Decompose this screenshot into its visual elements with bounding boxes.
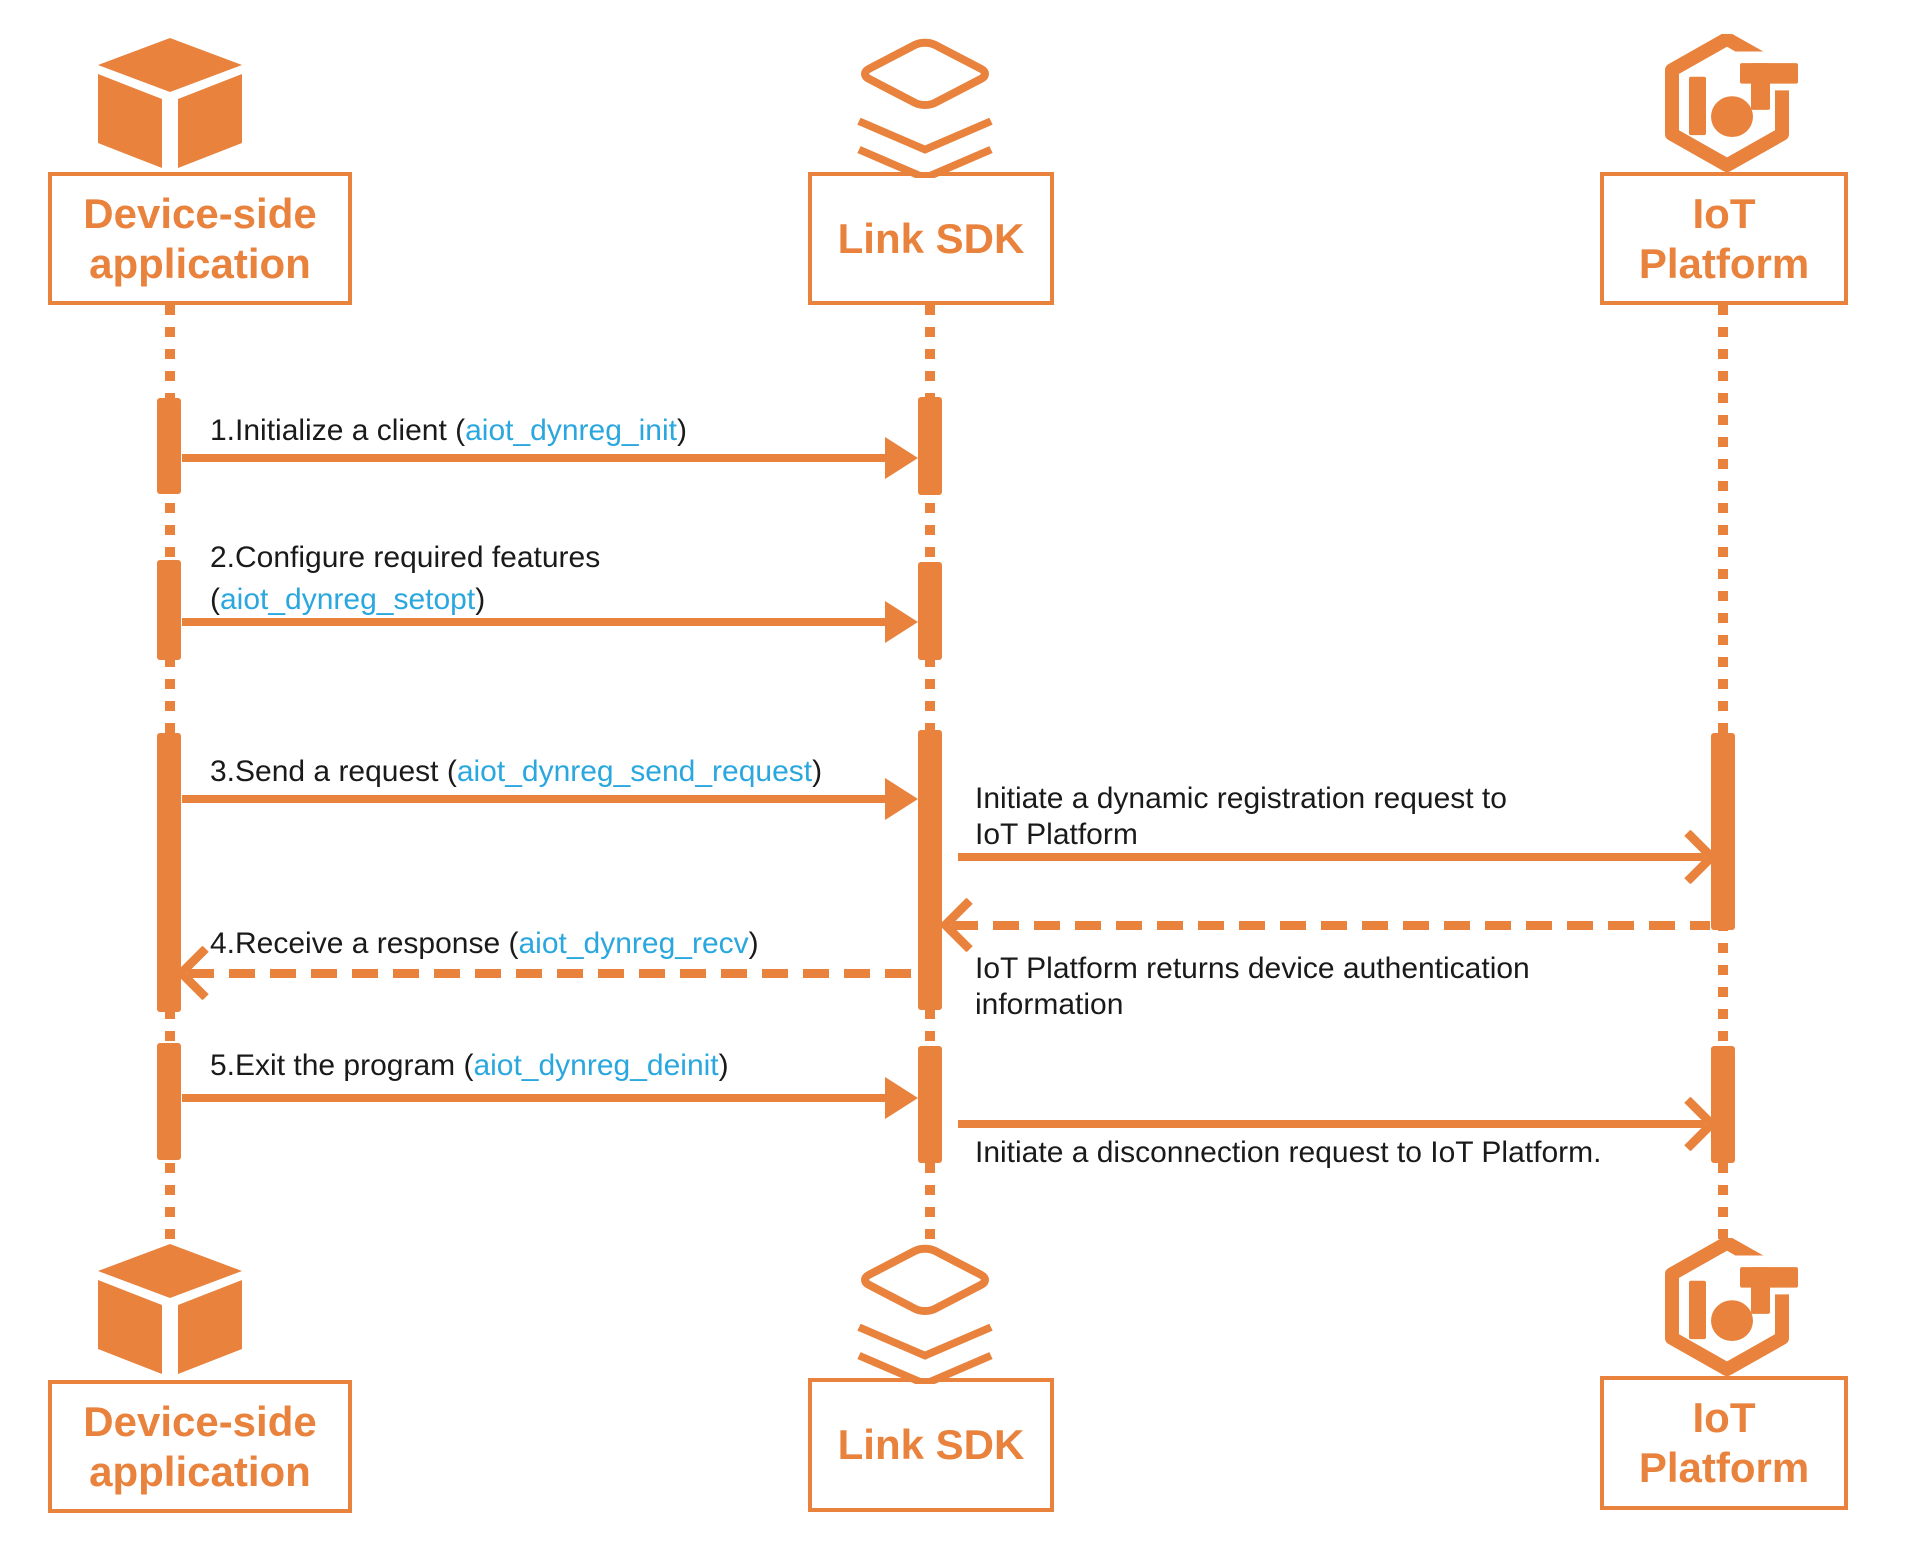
cube-3d-icon: [96, 38, 244, 168]
arrow-deinit-device-to-sdk: [182, 1077, 918, 1119]
message-1-text: 1.Initialize a client (: [210, 414, 466, 447]
actor-box-sdk-bottom: Link SDK: [808, 1378, 1054, 1512]
note-register-request: Initiate a dynamic registration request …: [975, 781, 1507, 853]
actor-box-iot-bottom: IoT Platform: [1600, 1376, 1848, 1510]
message-label-5: 5.Exit the program (aiot_dynreg_deinit): [210, 1048, 729, 1084]
message-4-close: ): [748, 927, 759, 960]
sdk-label: Link SDK: [837, 1421, 1025, 1468]
device-label-line2: application: [89, 1447, 311, 1495]
device-label-line2: application: [89, 239, 311, 287]
arrow-setopt-device-to-sdk: [182, 601, 918, 643]
message-3-api-link: aiot_dynreg_send_request: [456, 755, 813, 788]
actor-box-device-top: Device-side application: [48, 172, 352, 305]
note-auth-line1: IoT Platform returns device authenticati…: [975, 952, 1530, 985]
device-activation-bar-1: [157, 398, 181, 494]
iot-label-line2: Platform: [1638, 1444, 1810, 1491]
device-label-line1: Device-side: [83, 189, 317, 237]
arrow-response-sdk-to-device: [188, 969, 918, 978]
message-4-api-link: aiot_dynreg_recv: [518, 927, 749, 960]
message-2-close: ): [475, 583, 486, 616]
actor-box-device-bottom: Device-side application: [48, 1380, 352, 1513]
sdk-activation-bar-2: [918, 562, 942, 660]
message-2-api-link: aiot_dynreg_setopt: [220, 583, 476, 616]
message-3-text: 3.Send a request (: [210, 755, 457, 788]
message-label-4: 4.Receive a response (aiot_dynreg_recv): [210, 926, 759, 962]
arrow-register-sdk-to-iot: [958, 853, 1705, 861]
iot-label-line1: IoT: [1692, 1394, 1756, 1441]
layer-stack-icon: [852, 36, 998, 178]
message-label-3: 3.Send a request (aiot_dynreg_send_reque…: [210, 754, 822, 790]
layer-stack-icon-bottom: [852, 1242, 998, 1384]
note-auth-response: IoT Platform returns device authenticati…: [975, 951, 1530, 1023]
message-2-text: 2.Configure required features: [210, 541, 601, 574]
arrow-send-request-device-to-sdk: [182, 778, 918, 820]
message-5-text: 5.Exit the program (: [210, 1049, 474, 1082]
note-register-line1: Initiate a dynamic registration request …: [975, 782, 1507, 815]
sdk-activation-bar-4: [918, 1046, 942, 1163]
note-disconnect-line1: Initiate a disconnection request to IoT …: [975, 1136, 1602, 1169]
arrow-init-device-to-sdk: [182, 437, 918, 479]
note-register-line2: IoT Platform: [975, 818, 1138, 851]
message-label-2: 2.Configure required features (aiot_dynre…: [210, 537, 600, 621]
sdk-activation-bar-3: [918, 730, 942, 1010]
message-1-api-link: aiot_dynreg_init: [465, 414, 677, 447]
message-label-1: 1.Initialize a client (aiot_dynreg_init): [210, 413, 687, 449]
note-disconnect-request: Initiate a disconnection request to IoT …: [975, 1135, 1601, 1171]
message-1-close: ): [676, 414, 687, 447]
message-2-open: (: [210, 583, 220, 616]
actor-box-iot-top: IoT Platform: [1600, 172, 1848, 305]
iot-label-line1: IoT: [1692, 189, 1756, 237]
actor-box-sdk-top: Link SDK: [808, 172, 1054, 305]
note-auth-line2: information: [975, 988, 1124, 1021]
device-activation-bar-2: [157, 560, 181, 660]
sdk-activation-bar-1: [918, 397, 942, 495]
message-5-api-link: aiot_dynreg_deinit: [473, 1049, 719, 1082]
arrow-disconnect-sdk-to-iot: [958, 1120, 1705, 1128]
message-5-close: ): [718, 1049, 729, 1082]
device-activation-bar-4: [157, 1043, 181, 1160]
iot-label-line2: Platform: [1638, 239, 1810, 287]
device-label-line1: Device-side: [83, 1397, 317, 1445]
sdk-label: Link SDK: [837, 214, 1025, 262]
device-activation-bar-3: [157, 733, 181, 1012]
iot-activation-bar-1: [1711, 733, 1735, 930]
iot-hexagon-icon: [1656, 34, 1798, 174]
message-3-close: ): [812, 755, 823, 788]
cube-3d-icon-bottom: [96, 1244, 244, 1374]
message-4-text: 4.Receive a response (: [210, 927, 519, 960]
iot-hexagon-icon-bottom: [1656, 1238, 1798, 1378]
arrow-response-iot-to-sdk: [952, 921, 1710, 930]
iot-activation-bar-2: [1711, 1046, 1735, 1163]
